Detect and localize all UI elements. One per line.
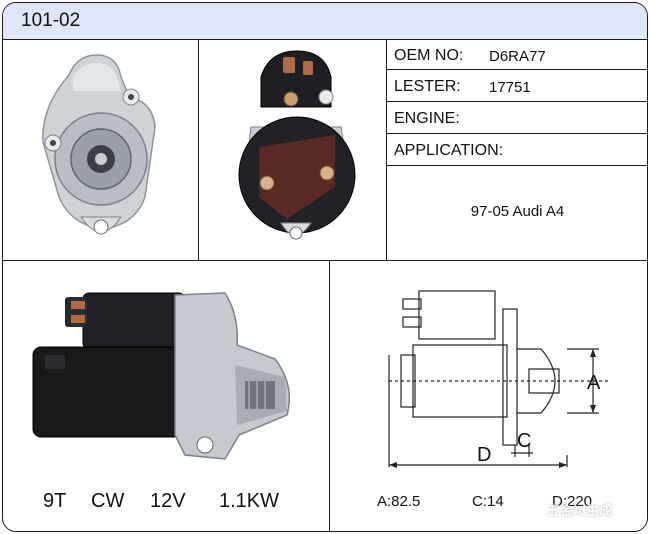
spec-divider xyxy=(386,69,647,71)
spec-row-lester: LESTER: 17751 xyxy=(388,72,647,102)
application-value: 97-05 Audi A4 xyxy=(470,203,565,220)
spec-divider xyxy=(386,133,647,135)
spec-label: LESTER: xyxy=(394,78,461,95)
spec-rotation: CW xyxy=(91,490,125,512)
dimension-d: D:220 xyxy=(552,493,593,510)
dimension-label-c: C xyxy=(517,430,531,452)
spec-label: APPLICATION: xyxy=(394,142,504,159)
grid-divider xyxy=(329,260,331,531)
spec-power: 1.1KW xyxy=(219,490,280,512)
dimension-drawing: D C A xyxy=(388,290,609,468)
spec-value: 17751 xyxy=(489,79,531,96)
spec-voltage: 12V xyxy=(150,490,186,512)
spec-label: OEM NO: xyxy=(394,47,464,64)
dimension-c: C:14 xyxy=(472,493,504,510)
drawing-flange-outline xyxy=(502,308,518,446)
header-bar: 101-02 xyxy=(3,3,647,40)
page-title: 101-02 xyxy=(21,10,81,31)
spec-row-application: APPLICATION: xyxy=(388,136,647,166)
spec-value: D6RA77 xyxy=(489,48,546,65)
spec-teeth: 9T xyxy=(43,490,67,512)
grid-divider xyxy=(198,39,200,261)
dimension-label-d: D xyxy=(477,444,491,466)
spec-divider xyxy=(386,101,647,103)
spec-row-engine: ENGINE: xyxy=(388,104,647,134)
drawing-solenoid-outline xyxy=(418,290,496,340)
dimension-label-a: A xyxy=(587,372,601,394)
spec-row-oem: OEM NO: D6RA77 xyxy=(388,41,647,71)
dimension-a: A:82.5 xyxy=(377,493,421,510)
starter-rear-photo xyxy=(238,50,356,240)
grid-divider xyxy=(3,260,647,262)
grid-divider xyxy=(386,39,388,261)
starter-front-photo xyxy=(42,54,156,235)
spec-label: ENGINE: xyxy=(394,110,460,127)
watermark: 五金AI生成 xyxy=(547,503,613,518)
starter-side-photo xyxy=(32,292,290,460)
spec-divider xyxy=(386,165,647,167)
